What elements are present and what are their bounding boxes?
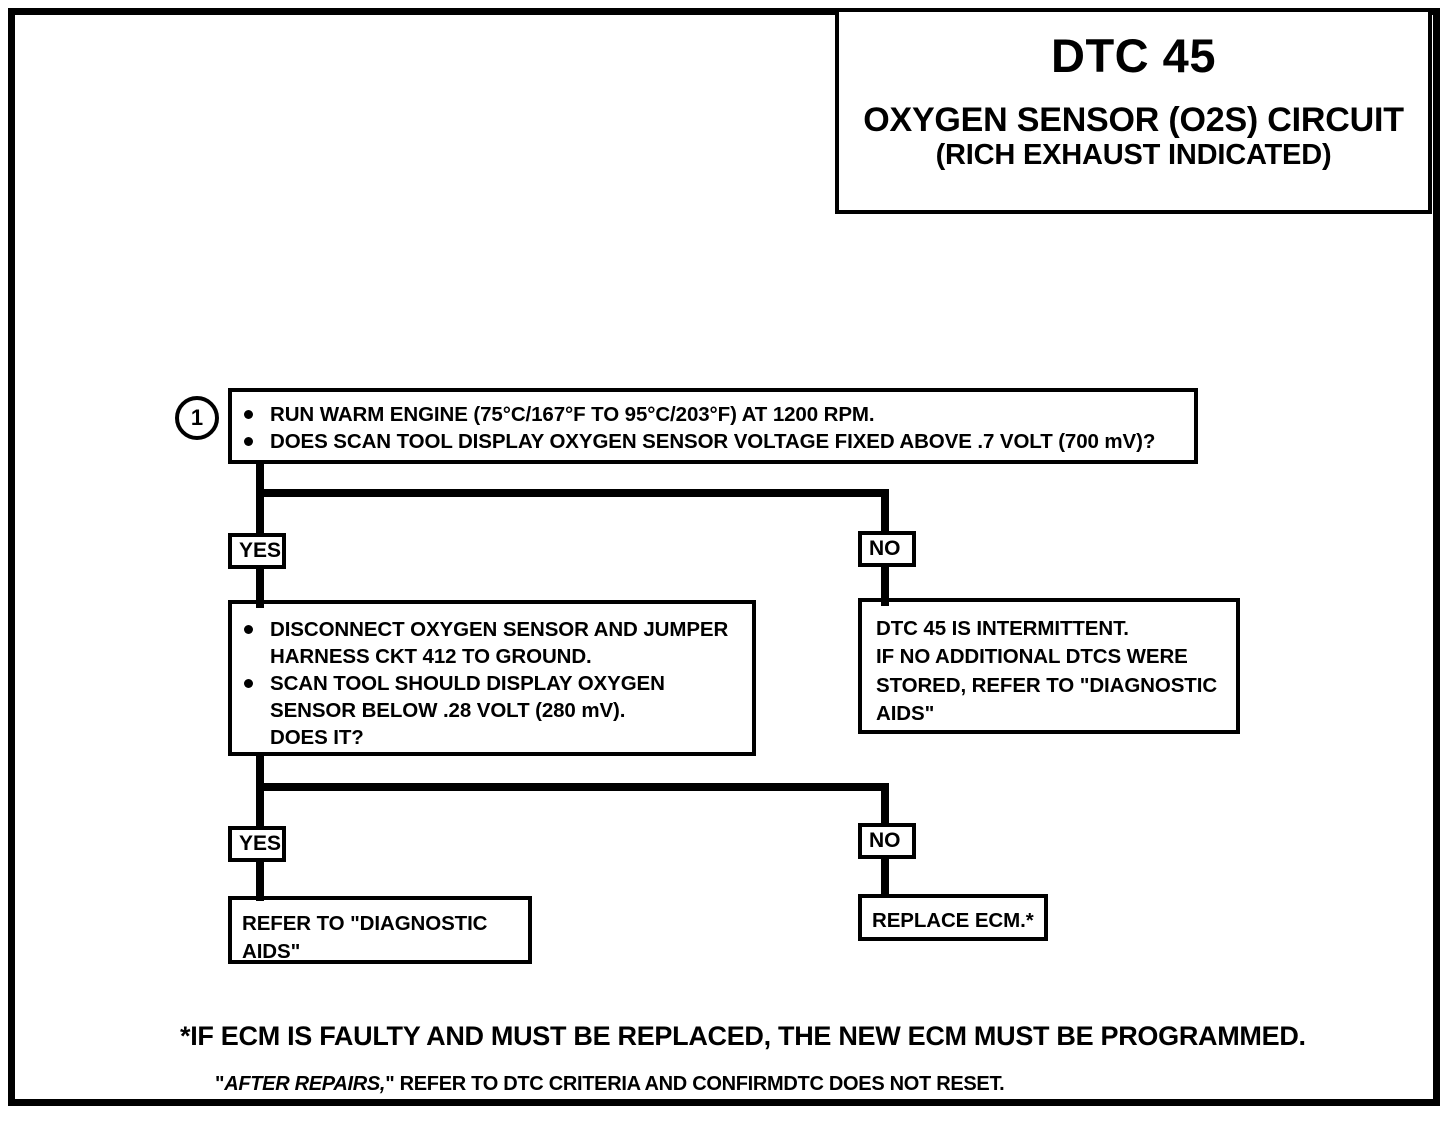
step-2-bullet-2-line-1: SCAN TOOL SHOULD DISPLAY OXYGEN (270, 672, 665, 696)
branch-2-yes-tag: YES (228, 826, 286, 862)
result-yes-line-2: AIDS" (242, 940, 301, 964)
step-1-bullet-list: RUN WARM ENGINE (75°C/167°F TO 95°C/203°… (236, 401, 1184, 455)
connector-no2-to-result (881, 856, 889, 898)
footnote-quote-open: " (215, 1073, 225, 1095)
title-block: DTC 45 OXYGEN SENSOR (O2S) CIRCUIT (RICH… (835, 8, 1432, 214)
intermittent-text: DTC 45 IS INTERMITTENT. IF NO ADDITIONAL… (876, 615, 1228, 728)
step-number-circle-1: 1 (175, 396, 219, 440)
connector-yes2-to-result (256, 859, 264, 901)
intermittent-line-2: IF NO ADDITIONAL DTCS WERE (876, 645, 1188, 669)
result-diagnostic-aids-box: REFER TO "DIAGNOSTIC AIDS" (228, 896, 532, 964)
step-1-box: RUN WARM ENGINE (75°C/167°F TO 95°C/203°… (228, 388, 1198, 464)
connector-step2-down (256, 756, 264, 846)
branch-1-yes-tag: YES (228, 533, 286, 569)
step-2-bullet-2: SCAN TOOL SHOULD DISPLAY OXYGEN SENSOR B… (236, 670, 744, 751)
connector-step1-down (256, 464, 264, 554)
footnote-secondary-rest: " REFER TO DTC CRITERIA AND CONFIRMDTC D… (385, 1073, 1005, 1095)
step-2-bullet-1: DISCONNECT OXYGEN SENSOR AND JUMPER HARN… (236, 616, 744, 670)
step-1-bullet-1: RUN WARM ENGINE (75°C/167°F TO 95°C/203°… (236, 401, 1184, 428)
result-replace-ecm-box: REPLACE ECM.* (858, 894, 1048, 941)
branch-2-no-tag: NO (858, 823, 916, 859)
connector-no1-to-intermittent (881, 564, 889, 606)
circuit-title: OXYGEN SENSOR (O2S) CIRCUIT (863, 101, 1404, 139)
step-2-bullet-1-line-1: DISCONNECT OXYGEN SENSOR AND JUMPER (270, 618, 729, 641)
step-2-bullet-1-line-2: HARNESS CKT 412 TO GROUND. (270, 645, 592, 669)
footnote-after-repairs: AFTER REPAIRS, (224, 1073, 386, 1095)
intermittent-line-1: DTC 45 IS INTERMITTENT. (876, 617, 1129, 640)
footnote-secondary: "AFTER REPAIRS," REFER TO DTC CRITERIA A… (215, 1073, 1005, 1096)
footnote-primary: *IF ECM IS FAULTY AND MUST BE REPLACED, … (180, 1021, 1306, 1051)
step-2-box: DISCONNECT OXYGEN SENSOR AND JUMPER HARN… (228, 600, 756, 756)
step-2-bullet-list: DISCONNECT OXYGEN SENSOR AND JUMPER HARN… (236, 616, 744, 751)
step-1-bullet-2: DOES SCAN TOOL DISPLAY OXYGEN SENSOR VOL… (236, 428, 1184, 455)
circuit-subtitle: (RICH EXHAUST INDICATED) (935, 138, 1332, 171)
result-yes-line-1: REFER TO "DIAGNOSTIC (242, 912, 488, 935)
step-2-bullet-2-line-3: DOES IT? (270, 726, 364, 750)
intermittent-result-box: DTC 45 IS INTERMITTENT. IF NO ADDITIONAL… (858, 598, 1240, 734)
connector-branch2-no-down (881, 783, 889, 826)
intermittent-line-4: AIDS" (876, 701, 935, 725)
result-replace-ecm-text: REPLACE ECM.* (872, 909, 1034, 932)
connector-yes1-to-step2 (256, 566, 264, 608)
result-diagnostic-aids-text: REFER TO "DIAGNOSTIC AIDS" (242, 910, 520, 967)
intermittent-line-3: STORED, REFER TO "DIAGNOSTIC (876, 673, 1218, 697)
branch-1-no-tag: NO (858, 531, 916, 567)
dtc-code: DTC 45 (1051, 29, 1216, 82)
connector-branch1-horizontal (256, 489, 889, 497)
page-outer-border (8, 8, 1440, 1106)
connector-branch1-no-down (881, 489, 889, 534)
step-2-bullet-2-line-2: SENSOR BELOW .28 VOLT (280 mV). (270, 699, 626, 723)
connector-branch2-horizontal (256, 783, 889, 791)
